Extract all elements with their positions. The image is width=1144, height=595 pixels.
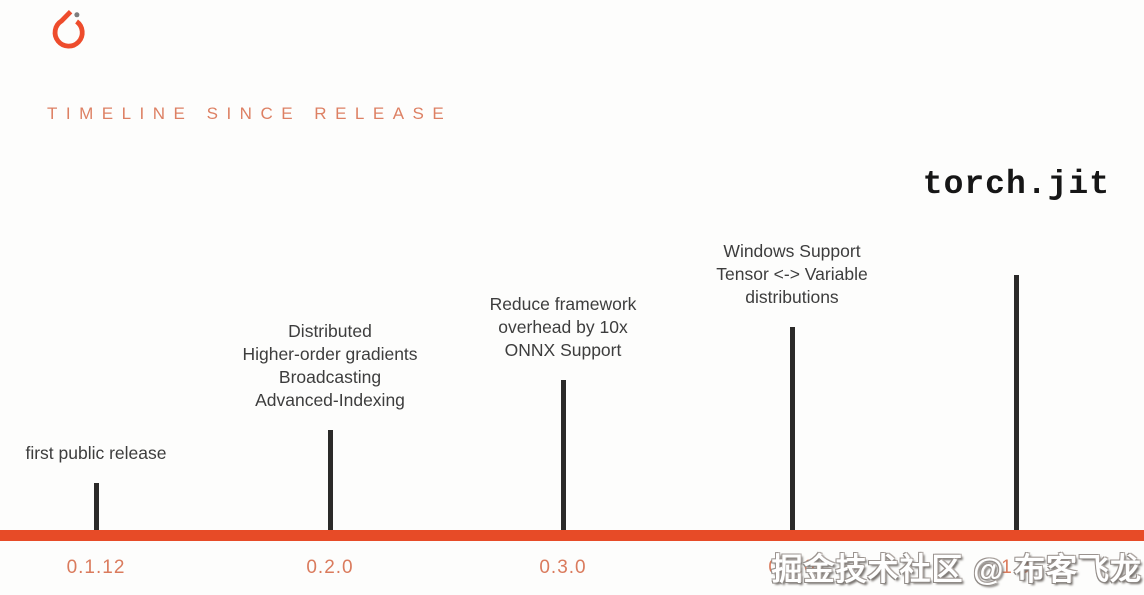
torch-jit-label: torch.jit: [922, 166, 1110, 203]
milestone-tick: [1014, 275, 1019, 530]
milestone-description-line: Windows Support: [723, 241, 861, 261]
milestone-tick: [790, 327, 795, 530]
flame-dot: [74, 12, 80, 18]
version-label: 0.4.0: [768, 557, 816, 578]
milestone-tick: [94, 483, 99, 530]
pytorch-flame-icon: [52, 9, 85, 49]
milestone-description-line: overhead by 10x: [498, 317, 628, 337]
milestone-description-line: Tensor <-> Variable: [716, 264, 868, 284]
watermark: 掘金技术社区 @ 布客飞龙: [771, 552, 1142, 587]
version-label: 0.2.0: [306, 557, 354, 578]
milestone-tick: [328, 430, 333, 530]
milestone-description-line: Broadcasting: [278, 367, 382, 387]
milestone-description-line: ONNX Support: [504, 340, 622, 360]
milestone-description-line: Advanced-Indexing: [255, 390, 405, 410]
flame-ring: [52, 9, 85, 49]
timeline-bar: [0, 530, 1144, 541]
milestone-description-line: Higher-order gradients: [242, 344, 418, 364]
milestone-description-line: Reduce framework: [489, 294, 637, 314]
version-label: 0.1.12: [66, 557, 126, 578]
milestone-description-line: distributions: [745, 287, 839, 307]
version-label: 1.0: [1001, 557, 1031, 578]
version-label: 0.3.0: [539, 557, 587, 578]
milestone-tick: [561, 380, 566, 530]
milestone-description-line: first public release: [25, 443, 167, 463]
milestone-description-line: Distributed: [288, 321, 372, 341]
milestone-description: first public release: [0, 442, 256, 465]
page-title: TIMELINE SINCE RELEASE: [47, 104, 453, 123]
